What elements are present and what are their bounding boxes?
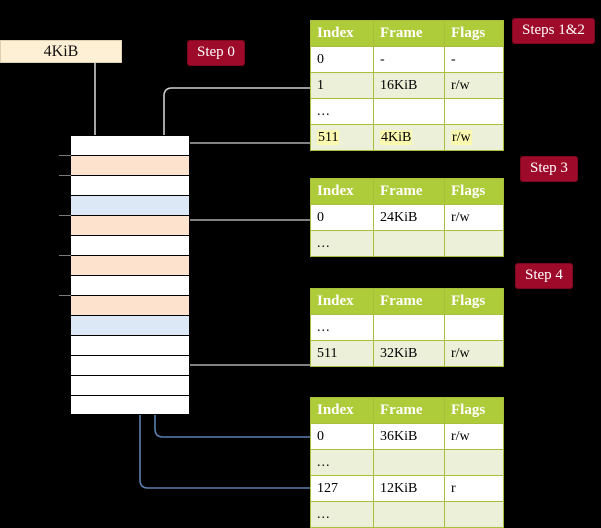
badge-step-3: Step 3 [521, 157, 577, 181]
pd-table: Index Frame Flags ... 511 32KiB r/w [310, 288, 504, 367]
table-row: 127 12KiB r [310, 475, 504, 502]
table-row: 0 36KiB r/w [310, 423, 504, 450]
table-row: ... [310, 449, 504, 476]
table-row: 0 - - [310, 46, 504, 73]
memory-row [70, 135, 190, 155]
badge-step-3-label: Step 3 [530, 160, 568, 176]
pdp-table: Index Frame Flags 0 24KiB r/w ... [310, 178, 504, 257]
column-header-index: Index [310, 178, 374, 205]
memory-row [70, 355, 190, 375]
cell-index: 0 [317, 209, 324, 225]
cell-frame: 32KiB [380, 345, 418, 361]
frame-4kib-label: 4KiB [43, 43, 79, 60]
table-row: 0 24KiB r/w [310, 204, 504, 231]
column-header-flags: Flags [444, 288, 504, 315]
cell-flags: - [451, 51, 456, 67]
memory-row [59, 295, 190, 315]
cell-index: 511 [317, 345, 338, 361]
cell-frame: 36KiB [380, 428, 418, 444]
memory-row [70, 335, 190, 355]
table-row: 511 32KiB r/w [310, 340, 504, 367]
memory-row [70, 395, 190, 415]
memory-row [59, 255, 190, 275]
cell-index: 511 [317, 129, 340, 145]
cell-index: 127 [317, 480, 338, 496]
cell-index: 0 [317, 428, 324, 444]
memory-row [70, 275, 190, 295]
pt-table: Index Frame Flags 0 36KiB r/w ... 127 12… [310, 397, 504, 528]
cell-index: ... [317, 454, 331, 470]
table-row: ... [310, 501, 504, 528]
cell-frame: 12KiB [380, 480, 418, 496]
cell-frame: 24KiB [380, 209, 418, 225]
memory-row [70, 315, 190, 335]
memory-row [59, 215, 190, 235]
cell-index: ... [317, 319, 331, 335]
cell-flags: r [451, 480, 456, 496]
badge-step-4-label: Step 4 [525, 267, 563, 283]
table-header-row: Index Frame Flags [310, 397, 504, 424]
column-header-frame: Frame [373, 178, 445, 205]
column-header-flags: Flags [444, 178, 504, 205]
cell-flags: r/w [451, 209, 470, 225]
memory-row [70, 235, 190, 255]
frame-4kib-box: 4KiB [0, 40, 122, 63]
column-header-frame: Frame [373, 397, 445, 424]
column-header-index: Index [310, 397, 374, 424]
memory-row [70, 195, 190, 215]
cell-flags: r/w [451, 77, 470, 93]
cell-flags: r/w [451, 428, 470, 444]
cell-index: ... [317, 506, 331, 522]
column-header-flags: Flags [444, 397, 504, 424]
cell-frame: 4KiB [380, 129, 413, 145]
table-row: ... [310, 230, 504, 257]
physical-memory-column [59, 135, 190, 415]
cell-flags: r/w [451, 345, 470, 361]
badge-step-0-label: Step 0 [197, 44, 235, 60]
memory-row [59, 155, 190, 175]
column-header-frame: Frame [373, 20, 445, 47]
memory-row [70, 375, 190, 395]
column-header-index: Index [310, 288, 374, 315]
table-row: 511 4KiB r/w [310, 124, 504, 151]
cell-flags: r/w [451, 129, 472, 145]
badge-step-4: Step 4 [516, 264, 572, 288]
table-row: ... [310, 98, 504, 125]
badge-step-0: Step 0 [188, 41, 244, 65]
badge-steps-1-2: Steps 1&2 [513, 19, 594, 43]
column-header-frame: Frame [373, 288, 445, 315]
table-row: 1 16KiB r/w [310, 72, 504, 99]
table-header-row: Index Frame Flags [310, 178, 504, 205]
memory-row [59, 175, 190, 195]
pml4-table: Index Frame Flags 0 - - 1 16KiB r/w ... … [310, 20, 504, 151]
cell-frame: 16KiB [380, 77, 418, 93]
table-row: ... [310, 314, 504, 341]
table-header-row: Index Frame Flags [310, 20, 504, 47]
column-header-flags: Flags [444, 20, 504, 47]
cell-index: ... [317, 103, 331, 119]
table-header-row: Index Frame Flags [310, 288, 504, 315]
cell-index: 1 [317, 77, 324, 93]
cell-index: 0 [317, 51, 324, 67]
cell-frame: - [380, 51, 385, 67]
cell-index: ... [317, 235, 331, 251]
badge-steps-1-2-label: Steps 1&2 [522, 22, 585, 38]
column-header-index: Index [310, 20, 374, 47]
